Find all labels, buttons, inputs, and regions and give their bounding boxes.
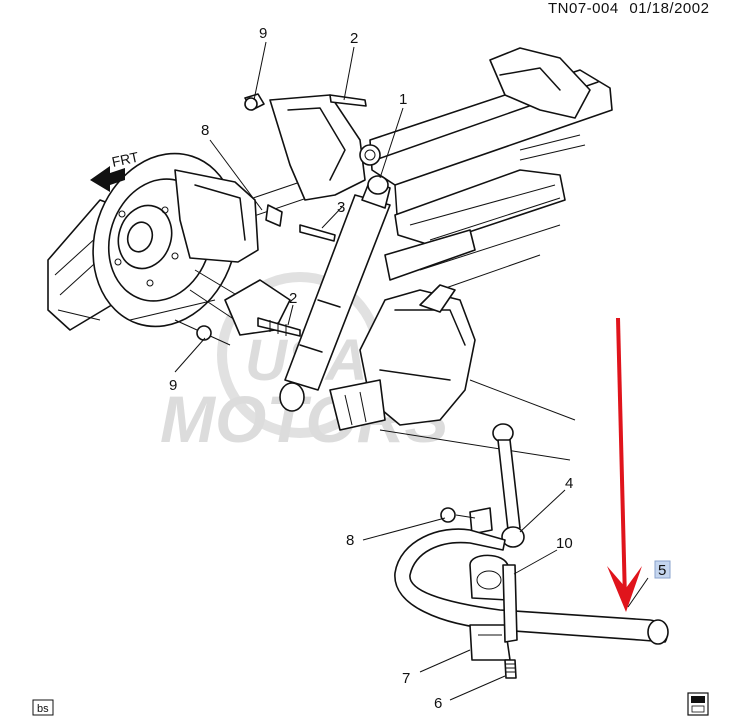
bs-badge-label: bs (37, 703, 49, 715)
callout-2-lower: 2 (289, 290, 297, 307)
front-direction-arrow (90, 166, 125, 192)
frame-rail (94, 47, 613, 291)
callout-1: 1 (399, 91, 407, 108)
shock-absorber (279, 175, 391, 412)
callout-7: 7 (402, 670, 410, 687)
callout-9-upper: 9 (259, 25, 267, 42)
document-icon (687, 692, 709, 716)
hub-rotor (47, 152, 259, 346)
indicator-arrow (607, 317, 642, 612)
callout-4: 4 (565, 475, 573, 492)
callout-5-highlight (654, 560, 671, 579)
stabilizer-link (440, 423, 525, 548)
callout-3: 3 (337, 199, 345, 216)
stabilizer-bar (394, 528, 669, 679)
control-arm (196, 204, 336, 341)
bs-badge: bs (32, 699, 54, 716)
upper-mount-bracket (244, 93, 381, 201)
diagram-code: TN07-004 (548, 0, 619, 17)
diagram-date: 01/18/2002 (629, 0, 710, 17)
callouts: 9 2 1 8 3 2 9 4 8 10 5 7 6 (169, 25, 671, 712)
callout-10: 10 (556, 535, 573, 552)
diagram-header: TN07-004 01/18/2002 (548, 0, 709, 17)
callout-6: 6 (434, 695, 442, 712)
callout-8-lower: 8 (346, 532, 354, 549)
leader-lines (174, 41, 649, 701)
callout-5: 5 (658, 562, 666, 579)
callout-2-upper: 2 (350, 30, 358, 47)
callout-8-upper: 8 (201, 122, 209, 139)
front-direction-label: FRT (110, 149, 140, 170)
differential (329, 284, 576, 461)
callout-9-lower: 9 (169, 377, 177, 394)
